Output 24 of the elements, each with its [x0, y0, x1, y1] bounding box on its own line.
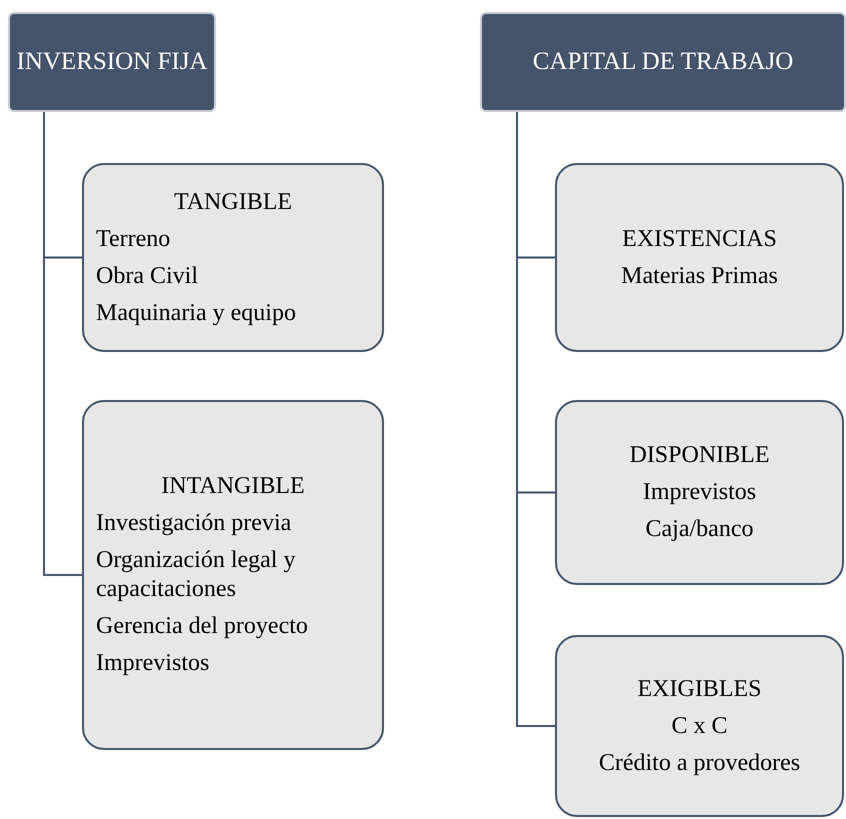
item-text: Crédito a provedores: [598, 748, 800, 778]
item-text: Obra Civil: [96, 262, 198, 290]
item-text: C x C: [671, 712, 728, 740]
category-heading: DISPONIBLE: [629, 441, 770, 470]
item-text: Maquinaria y equipo: [96, 298, 296, 328]
category-box: [82, 400, 384, 750]
category-box: [555, 163, 844, 352]
item-text: Caja/banco: [646, 515, 754, 544]
category-heading: EXISTENCIAS: [622, 224, 777, 254]
item-text: Imprevistos: [96, 649, 210, 678]
item-text: Materias Primas: [621, 262, 778, 290]
category-box: [82, 163, 384, 352]
item-text: Imprevistos: [642, 478, 756, 507]
item-text: Investigación previa: [96, 509, 292, 538]
item-text: Terreno: [96, 224, 170, 254]
category-box: [555, 635, 844, 817]
category-box: [555, 400, 844, 585]
item-text: Organización legal y capacitaciones: [96, 546, 296, 604]
item-text: Gerencia del proyecto: [96, 612, 308, 641]
category-heading: INTANGIBLE: [161, 472, 305, 501]
category-heading: EXIGIBLES: [638, 674, 762, 704]
category-heading: TANGIBLE: [174, 188, 292, 216]
header-box: CAPITAL DE TRABAJO: [480, 12, 846, 112]
header-box: INVERSION FIJA: [8, 12, 216, 112]
